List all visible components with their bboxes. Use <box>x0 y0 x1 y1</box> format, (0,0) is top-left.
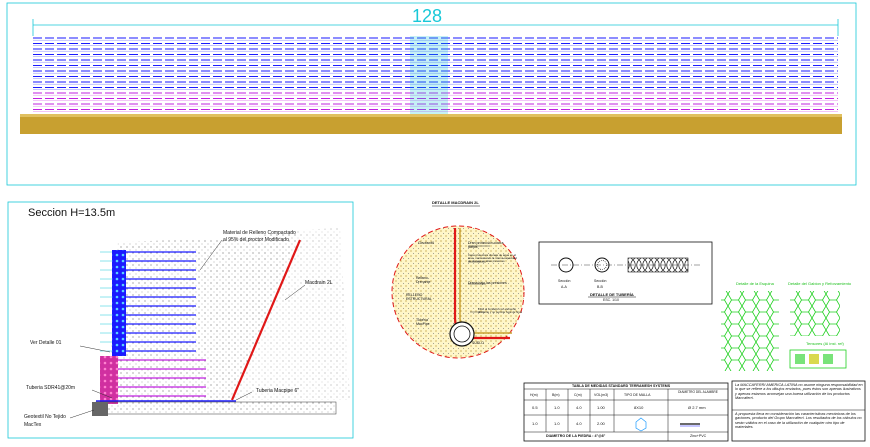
section-aa-code: A-A <box>561 285 567 289</box>
table-header-h: H(m) <box>530 393 538 397</box>
fill-label-1: Material de Relleno Compactado <box>223 230 296 236</box>
macdrain-filtro: Filtro al contacto con elemento drenante… <box>478 307 523 315</box>
section-title: Seccion H=13.5m <box>28 207 116 219</box>
ver-detalle-label: Ver Detalle 01 <box>30 340 62 346</box>
elevation-frame <box>6 2 857 186</box>
gabion-facing-lower <box>100 356 118 404</box>
table-frame <box>523 382 729 442</box>
detail-tuberia <box>538 241 713 305</box>
notes-frame <box>731 380 866 442</box>
geotextil-label-2: MacTex <box>24 422 42 428</box>
gabion-facing-upper <box>112 250 126 356</box>
table-cell: 1.0 <box>532 421 538 426</box>
section-aa-circle <box>558 257 574 273</box>
section-cut-highlight <box>410 36 448 114</box>
table-footer-stone: DIAMETRO DE LA PIEDRA : 4"@8" <box>546 434 606 438</box>
table-cell: 8X10 <box>634 405 644 410</box>
elevation-view <box>6 2 857 186</box>
section-frame <box>7 201 354 439</box>
table-cell: 0.5 <box>532 405 538 410</box>
section-aa-label: Sección <box>558 279 571 283</box>
tuberia-detail-title: DETALLE DE TUBERÍA <box>590 292 634 297</box>
mesh-label-tensores: Tensores (Al inst. ref) <box>806 341 844 346</box>
table-cell: 1.0 <box>554 405 560 410</box>
section-bb-code: B-B <box>597 285 603 289</box>
gabion-mesh <box>790 291 840 336</box>
table-cell: 4.0 <box>576 421 582 426</box>
section-view <box>7 201 354 439</box>
macdrain-tuberia: Tubería MacPipe <box>416 318 430 326</box>
base-layer <box>95 401 337 415</box>
elevation-wall <box>33 36 838 114</box>
macdrain-dren: Dren protección contra daños <box>468 241 504 249</box>
table-header-vol: VOL(m3) <box>594 393 609 397</box>
macdrain-label: Macdrain 2L <box>305 280 333 286</box>
geotextile-block <box>92 402 108 416</box>
pipe-coil <box>627 257 689 273</box>
mesh-type-icon <box>635 417 647 432</box>
macdrain-relleno-estructural: RELLENO ESTRUCTURAL <box>406 293 432 301</box>
note-disclaimer: La MACCAFERRI AMERICA LATINA no asume ni… <box>735 383 863 401</box>
macdrain-drena: Drena bajo las presiones <box>468 281 507 285</box>
macdrain-suelo: SUELO <box>472 341 484 345</box>
corner-mesh <box>721 291 779 371</box>
macpipe-circle <box>449 321 475 347</box>
foundation-slab <box>20 114 842 134</box>
macdrain-geotextil: Geotextil <box>418 240 434 245</box>
table-cell: Ø 2.7 mm <box>688 405 706 410</box>
compacted-fill <box>108 230 300 402</box>
detail-circle <box>391 225 525 359</box>
table-header-b: B(m) <box>552 393 560 397</box>
tuberia-frame <box>538 241 713 305</box>
table-footer-coating: Zinc+PVC <box>690 434 707 438</box>
reinforcement-layers <box>100 251 206 397</box>
section-bb-label: Sección <box>594 279 607 283</box>
table-cell: 1.00 <box>597 405 605 410</box>
geotextil-label-1: Geotextil No Tejido <box>24 414 66 420</box>
macdrain-capa: Capa protectora drenaje de agua en el ár… <box>468 253 517 264</box>
macdrain-line <box>230 239 302 401</box>
tuberia-sdr-label: Tuberia SDR41@20m <box>26 385 76 391</box>
table-cell: 2.00 <box>597 421 605 426</box>
section-bb-circle <box>594 257 610 273</box>
note-calculation: A propuesta lleva en consideración las c… <box>735 412 862 430</box>
elevation-dimension-label: 128 <box>412 6 443 26</box>
detail-mesh <box>721 291 847 371</box>
table-title: TABLA DE MEDIDAS STANDARD TERRAMESH SYST… <box>572 384 671 388</box>
table-cell: 4.0 <box>576 405 582 410</box>
standard-table <box>523 382 729 442</box>
table-header-malla: TIPO DE MALLA <box>624 393 651 397</box>
tuberia-detail-scale: ESC. 1/10 <box>603 298 619 302</box>
macdrain-relleno-drenante: Relleno Drenante <box>416 276 431 284</box>
macdrain-detail-title: DETALLE MACDRAIN 2L <box>432 200 479 205</box>
table-header-diametro: DIAMETRO DEL ALAMBRE <box>678 390 718 394</box>
mesh-label-esquina: Detalle de la Esquina <box>736 281 774 286</box>
tuberia-macpipe-label: Tuberia Macpipe 6" <box>256 388 300 394</box>
table-header-c: C(m) <box>574 393 582 397</box>
detail-macdrain <box>391 205 525 359</box>
notes-box <box>731 380 866 442</box>
table-cell: 1.0 <box>554 421 560 426</box>
mesh-label-gabion: Detalle del Gabion y Reforzamiento <box>788 281 852 286</box>
fill-label-2: al 95% del proctor Modificado <box>223 237 289 243</box>
